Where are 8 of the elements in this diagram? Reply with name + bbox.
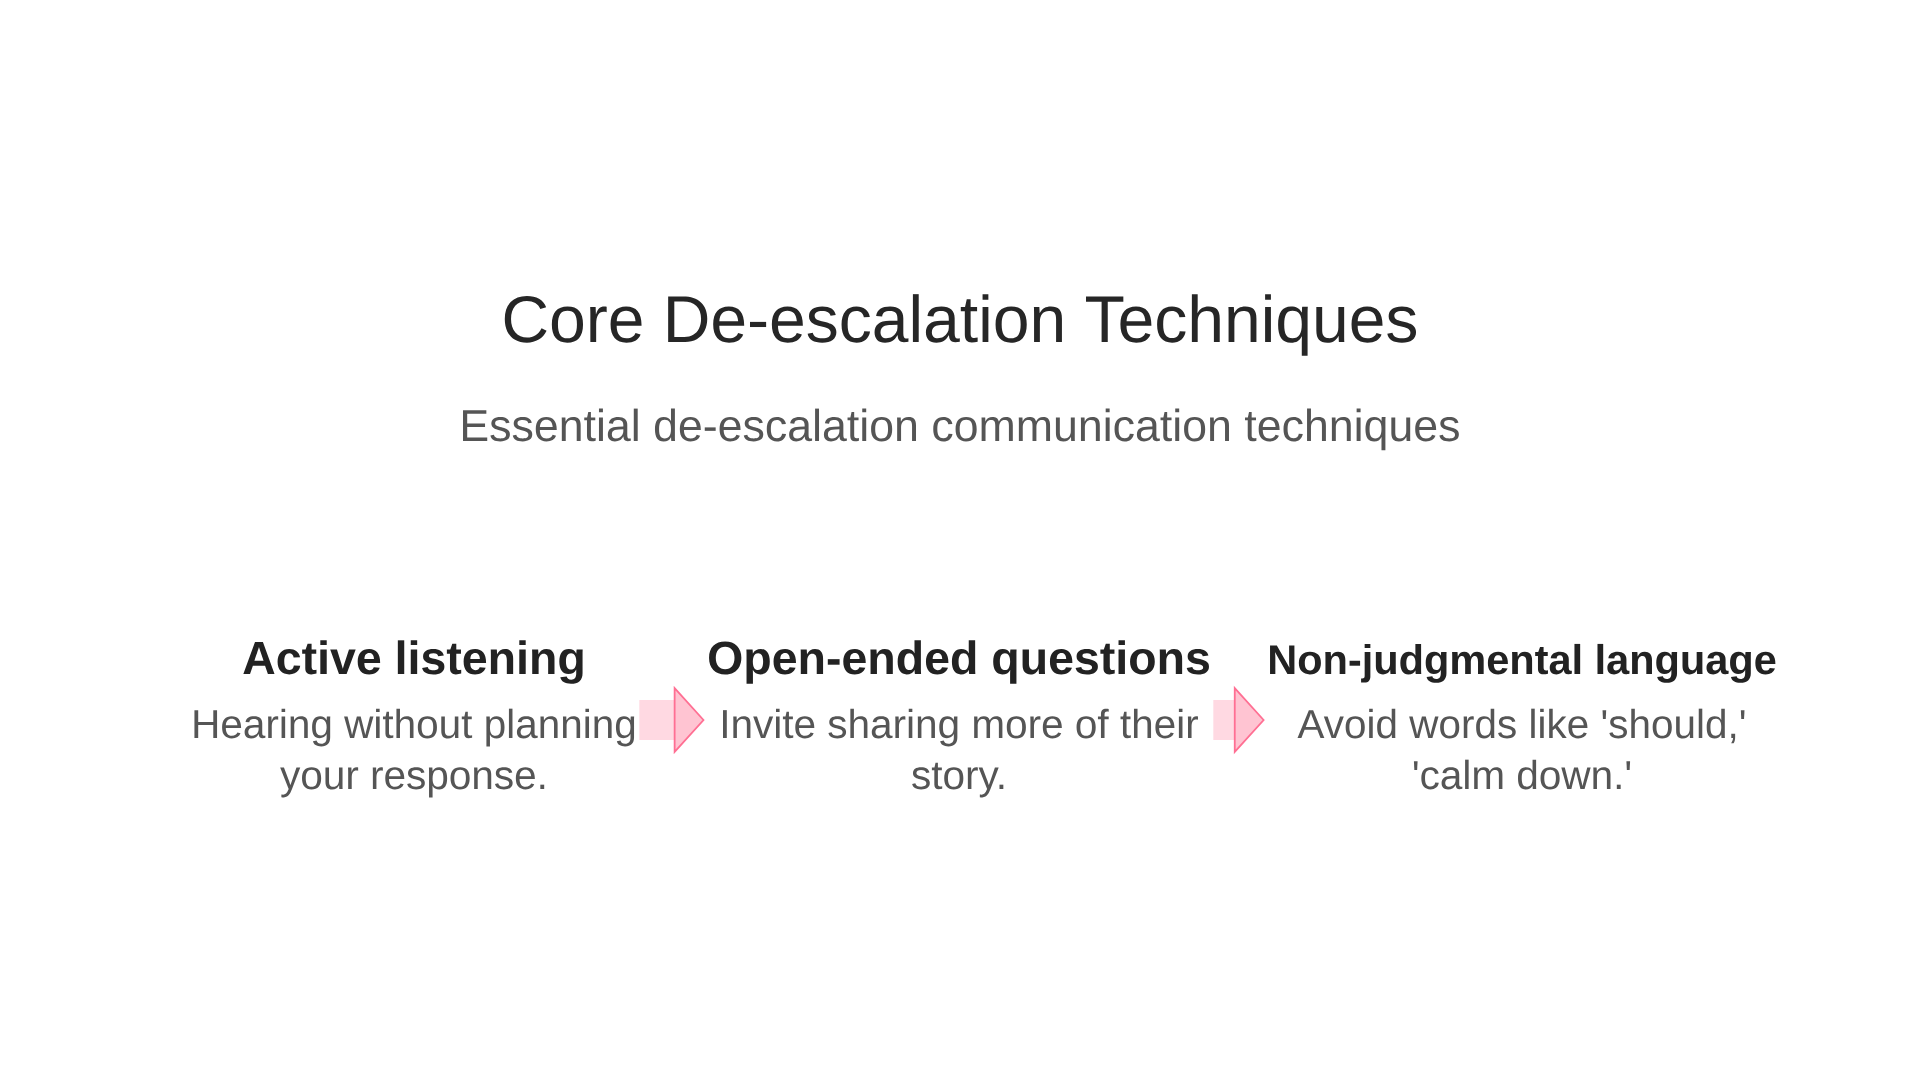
heading: Open-ended questions	[709, 640, 1209, 684]
description: Hearing without planning your response.	[194, 708, 635, 798]
title: Core De-escalation Techniques	[504, 294, 1417, 356]
heading: Active listening	[243, 640, 583, 684]
description: Avoid words like 'should,' 'calm down.'	[1297, 708, 1745, 790]
subtitle: Essential de-escalation communication techniques	[463, 408, 1459, 451]
heading: Non-judgmental language	[1270, 643, 1776, 683]
description: Invite sharing more of their story.	[723, 708, 1198, 798]
